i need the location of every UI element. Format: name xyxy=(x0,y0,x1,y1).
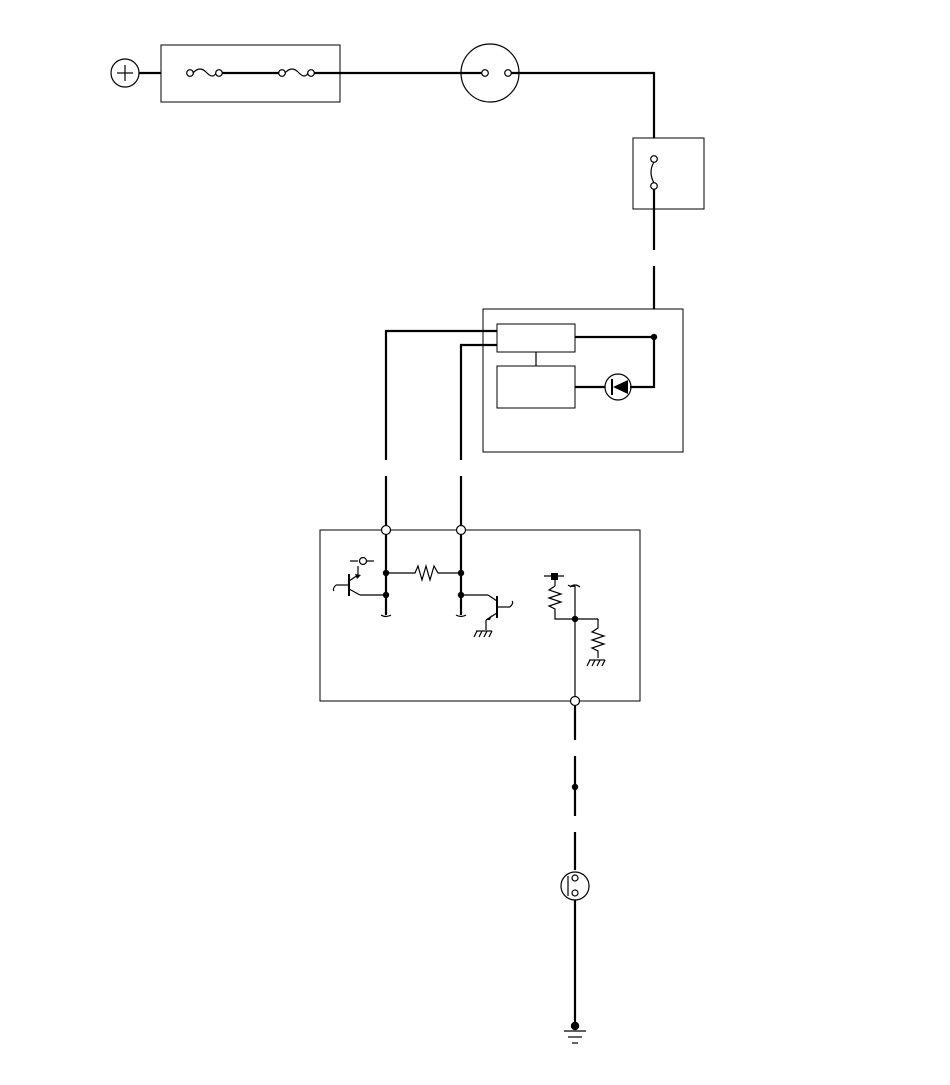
module-lower-block xyxy=(496,365,576,409)
ground-icon xyxy=(473,630,493,638)
ground-connector xyxy=(560,871,590,901)
wire-module-output-b xyxy=(459,343,497,460)
module-upper-block xyxy=(496,323,576,353)
ground-icon xyxy=(564,1021,586,1044)
control-unit xyxy=(319,529,641,702)
transistor-left-icon xyxy=(332,556,386,596)
wire-module-junction xyxy=(575,335,656,389)
switch-box xyxy=(632,137,705,210)
resistor-icon xyxy=(386,563,461,583)
control-module xyxy=(482,308,684,453)
battery-positive-symbol xyxy=(110,58,140,88)
voltage-divider xyxy=(544,573,606,696)
wire-connector-to-switch xyxy=(511,71,656,156)
wire-module-output-a xyxy=(384,329,497,460)
fuse-block xyxy=(160,44,341,103)
transistor-right-icon xyxy=(461,594,514,638)
fuse-1-icon xyxy=(186,68,223,77)
ground-icon xyxy=(586,659,606,667)
